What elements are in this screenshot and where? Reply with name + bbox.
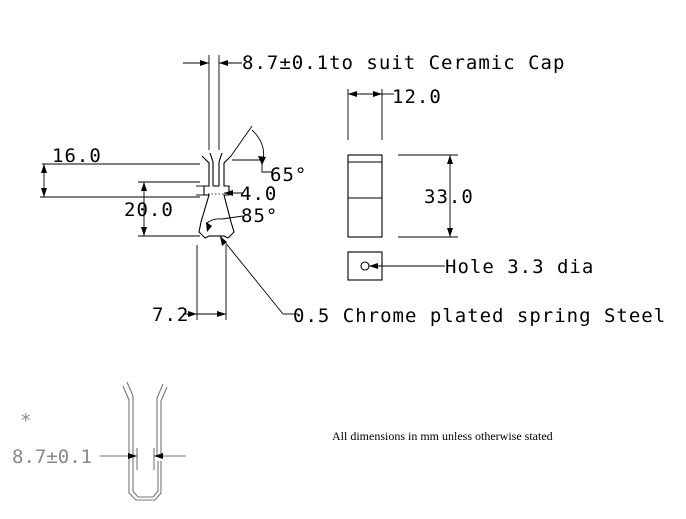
dim-33-label: 33.0: [424, 186, 474, 208]
dim-4-label: 4.0: [240, 183, 277, 205]
clip-side-view: 12.0 33.0 Hole 3.3 dia: [347, 86, 594, 281]
dim-16-label: 16.0: [52, 145, 102, 167]
dimension-20: 20.0: [124, 181, 200, 237]
dimension-4: 4.0: [196, 183, 277, 205]
width-12-label: 12.0: [392, 86, 442, 108]
clip-front-view: [198, 152, 235, 239]
dimension-7-2: 7.2: [152, 245, 227, 326]
dim-20-label: 20.0: [124, 199, 174, 221]
angle-85-label: 85°: [241, 205, 278, 227]
detail-view: * 8.7±0.1: [12, 381, 186, 501]
angle-65-label: 65°: [270, 164, 307, 186]
gap-spec-label: 8.7±0.1to suit Ceramic Cap: [242, 52, 565, 74]
dim-7-2-label: 7.2: [152, 304, 189, 326]
hole-label: Hole 3.3 dia: [445, 256, 594, 278]
dimension-angle-85: 85°: [205, 205, 278, 232]
dimension-gap-top: 8.7±0.1to suit Ceramic Cap: [183, 52, 565, 150]
material-label: 0.5 Chrome plated spring Steel: [293, 305, 666, 327]
asterisk-mark: *: [20, 410, 31, 432]
dimension-16: 16.0: [40, 145, 200, 198]
dimensions-note: All dimensions in mm unless otherwise st…: [332, 429, 553, 443]
detail-gap-label: 8.7±0.1: [12, 446, 92, 468]
leader-material: 0.5 Chrome plated spring Steel: [219, 235, 666, 327]
dimension-angle-65: 65°: [230, 125, 307, 186]
